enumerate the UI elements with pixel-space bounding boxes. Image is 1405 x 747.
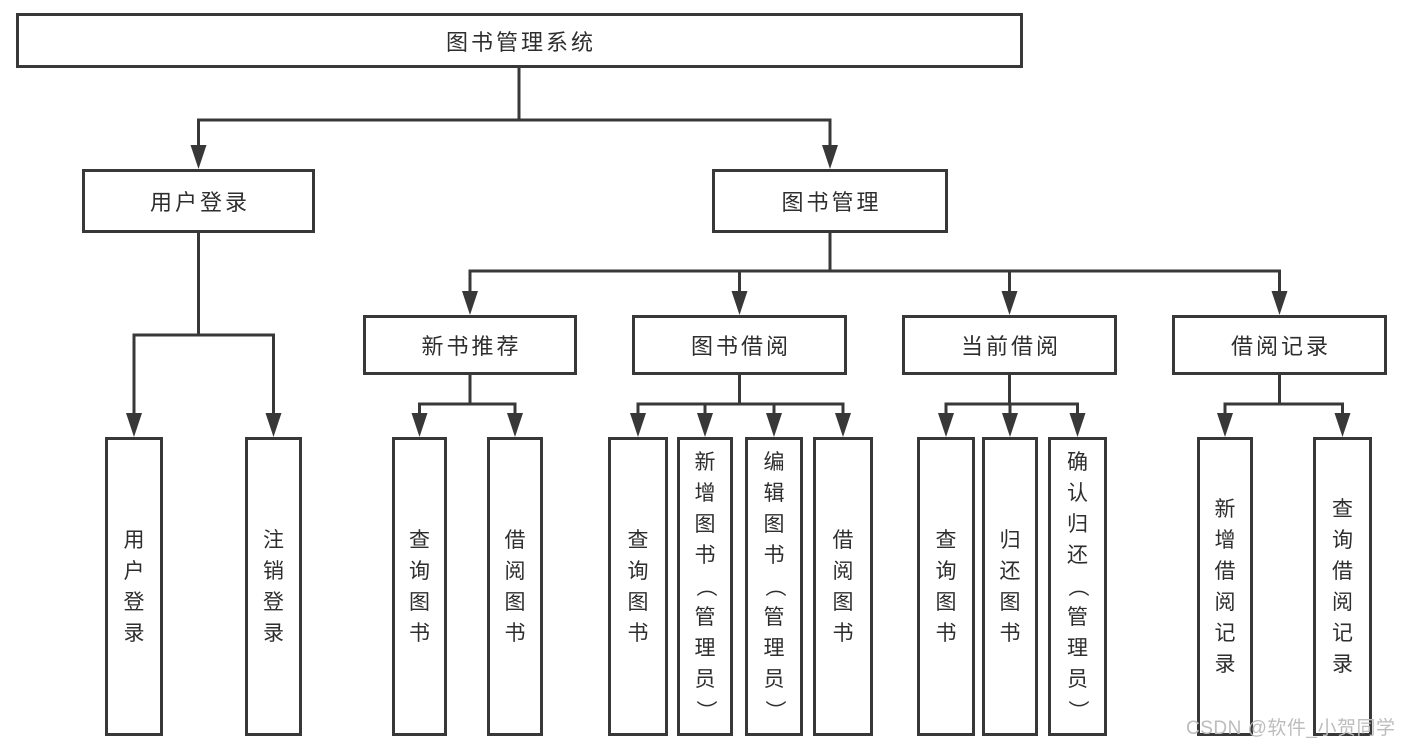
connector-arrow-down-icon (731, 291, 748, 315)
node-label: 查询图书 (935, 528, 957, 645)
diagram-node-root: 图书管理系统 (16, 13, 1023, 68)
connector-arrow-down-icon (1217, 413, 1233, 437)
connector-arrow-down-icon (462, 291, 478, 315)
connector-arrow-down-icon (1001, 291, 1018, 315)
connector-arrow-down-icon (822, 145, 838, 169)
diagram-node-user-login-group: 用户登录 (82, 169, 315, 233)
node-label: 归还图书 (999, 528, 1021, 645)
connector-arrow-down-icon (411, 413, 428, 437)
diagram-node-leaf-query-book-recommend: 查询图书 (392, 437, 447, 736)
diagram-node-leaf-borrow-book-recommend: 借阅图书 (487, 437, 543, 736)
connector-arrow-down-icon (1002, 413, 1018, 437)
diagram-node-leaf-return-book: 归还图书 (982, 437, 1038, 736)
diagram-node-borrow-records: 借阅记录 (1172, 315, 1387, 375)
diagram-node-leaf-borrow-book-borrow: 借阅图书 (813, 437, 873, 736)
node-label: 查询借阅记录 (1332, 497, 1353, 676)
connector-arrow-down-icon (265, 413, 282, 437)
node-label: 编辑图书（管理员） (762, 451, 786, 721)
node-label: 注销登录 (263, 528, 284, 645)
diagram-node-current-borrow: 当前借阅 (902, 315, 1117, 375)
node-label: 新增图书（管理员） (693, 451, 717, 721)
connector-arrow-down-icon (190, 145, 207, 169)
connector-arrow-down-icon (938, 413, 954, 437)
connector-arrow-down-icon (697, 413, 713, 437)
connector-arrow-down-icon (507, 413, 523, 437)
diagram-node-leaf-query-borrow-record: 查询借阅记录 (1313, 437, 1372, 736)
connector-arrow-down-icon (835, 413, 851, 437)
node-label: 查询图书 (627, 528, 649, 645)
diagram-node-leaf-add-book-admin: 新增图书（管理员） (677, 437, 733, 736)
diagram-node-leaf-query-book-borrow: 查询图书 (608, 437, 668, 736)
node-label: 查询图书 (409, 528, 430, 645)
diagram-node-book-management-group: 图书管理 (712, 169, 948, 233)
node-label: 图书借阅 (690, 334, 791, 359)
diagram-node-leaf-edit-book-admin: 编辑图书（管理员） (745, 437, 803, 736)
diagram-node-leaf-logout: 注销登录 (245, 437, 302, 736)
diagram-node-book-borrow: 图书借阅 (632, 315, 847, 375)
node-label: 借阅图书 (504, 528, 526, 645)
connector-arrow-down-icon (126, 413, 142, 437)
node-label: 用户登录 (149, 190, 250, 215)
watermark: CSDN @软件_小贺同学 (1186, 718, 1396, 739)
node-label: 图书管理系统 (445, 29, 596, 55)
diagram-node-leaf-query-book-current: 查询图书 (917, 437, 975, 736)
connector-arrow-down-icon (1271, 291, 1288, 315)
diagram-node-leaf-add-borrow-record: 新增借阅记录 (1197, 437, 1253, 736)
node-label: 新书推荐 (421, 334, 522, 359)
connector-arrow-down-icon (630, 413, 646, 437)
node-label: 借阅图书 (832, 528, 854, 645)
diagram-node-leaf-confirm-return-admin: 确认归还（管理员） (1048, 437, 1107, 736)
node-label: 新增借阅记录 (1214, 497, 1236, 676)
node-label: 借阅记录 (1230, 334, 1331, 359)
connector-arrow-down-icon (1334, 413, 1351, 437)
diagram-node-leaf-user-login: 用户登录 (105, 437, 163, 736)
connector-arrow-down-icon (1069, 413, 1086, 437)
node-label: 图书管理 (781, 190, 882, 215)
node-label: 用户登录 (123, 528, 145, 645)
node-label: 确认归还（管理员） (1066, 451, 1089, 721)
connector-arrow-down-icon (766, 413, 782, 437)
node-label: 当前借阅 (960, 334, 1061, 359)
diagram-node-new-book-recommend: 新书推荐 (363, 315, 577, 375)
